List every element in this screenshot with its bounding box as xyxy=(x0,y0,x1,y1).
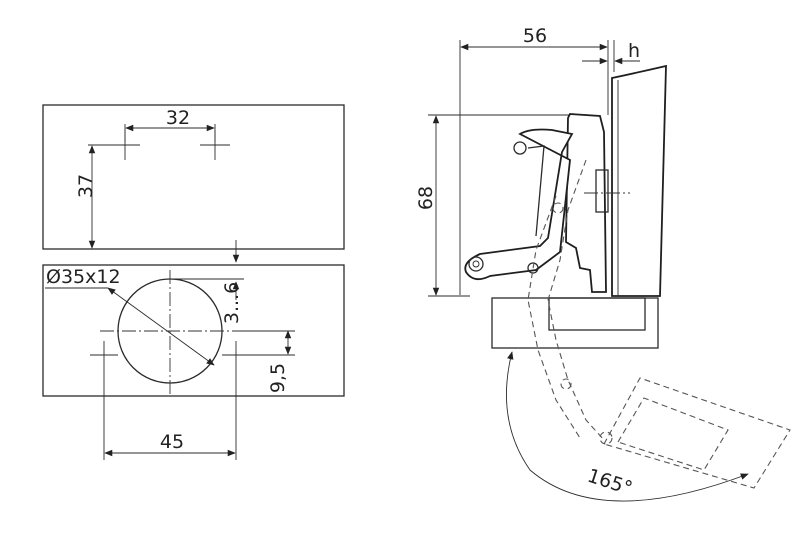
dimension-angle: 165° xyxy=(505,351,749,502)
dim-165-label: 165° xyxy=(585,465,635,500)
dim-68-label: 68 xyxy=(415,186,437,210)
dimension-9-5: 9,5 xyxy=(240,330,295,393)
drilling-pattern-view: 32 37 Ø35x12 3...6 xyxy=(42,104,345,460)
hinge-side-view: 56 h 68 xyxy=(415,25,791,502)
dimension-edge: 3...6 xyxy=(172,240,244,324)
dimension-45: 45 xyxy=(103,370,237,460)
dim-h-label: h xyxy=(628,40,640,62)
dimension-diameter: Ø35x12 xyxy=(45,266,215,366)
hinge-arm xyxy=(464,128,574,281)
lower-panel-outline xyxy=(42,264,345,397)
dim-37-label: 37 xyxy=(75,174,97,198)
dimension-56: 56 h xyxy=(459,25,640,295)
dimension-37: 37 xyxy=(75,144,118,249)
hinge-cup xyxy=(565,113,607,293)
dim-edge-label: 3...6 xyxy=(221,282,243,324)
upper-hole-marks xyxy=(110,130,230,160)
dimension-32: 32 xyxy=(124,107,216,142)
door-panel xyxy=(611,64,667,297)
dim-45-label: 45 xyxy=(160,431,184,453)
mounting-plate xyxy=(548,297,646,331)
upper-panel-outline xyxy=(42,104,345,250)
dim-56-label: 56 xyxy=(523,25,547,47)
frame-bottom xyxy=(491,297,659,349)
dim-9-5-label: 9,5 xyxy=(267,363,289,393)
dim-cup-label: Ø35x12 xyxy=(46,266,121,288)
dim-32-label: 32 xyxy=(166,107,190,129)
dimension-68: 68 xyxy=(415,114,590,297)
